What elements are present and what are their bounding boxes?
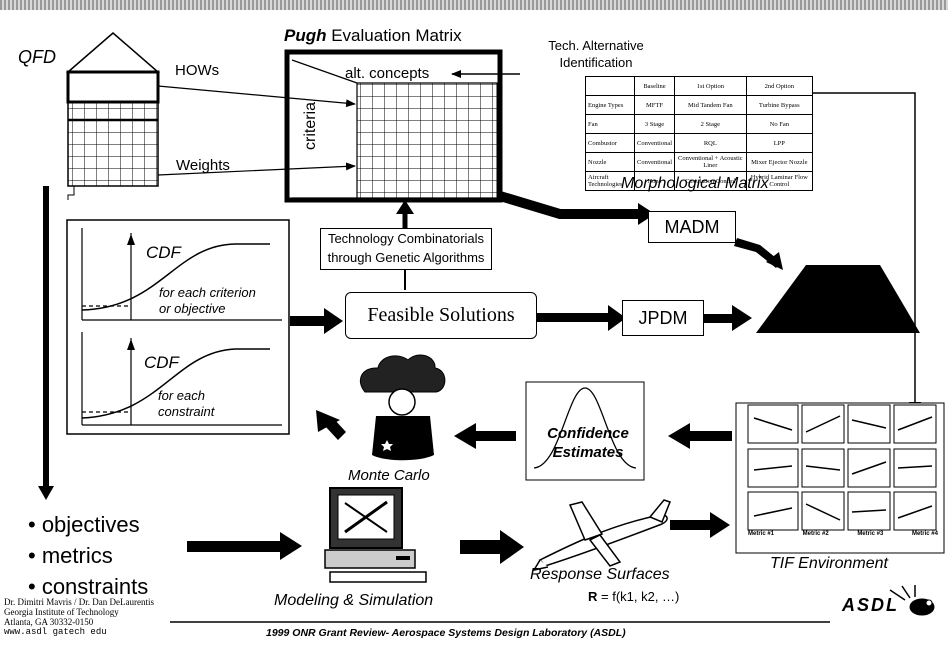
computer-figure [324,487,427,583]
morph-cell: RQL [674,133,747,153]
cdf1-line1: for each criterion [159,285,256,300]
cdf2-line1: for each [158,388,205,403]
credit-line: www.asdl gatech edu [4,627,107,637]
morph-cell: Conventional + Acoustic Liner [674,152,747,172]
morph-cell: Engine Types [585,95,635,115]
morph-row: Engine Types MFTF Mid Tandem Fan Turbine… [585,95,814,115]
morphological-matrix: Baseline 1st Option 2nd Option Engine Ty… [585,76,814,191]
footer-text: 1999 ONR Grant Review- Aerospace Systems… [266,627,626,639]
asdl-logo-graphic [889,585,935,616]
top-border-strip [0,0,948,10]
tif-x-label: Metric #4 [911,531,938,537]
airplane-figure [532,499,671,572]
morph-row: Fan 3 Stage 2 Stage No Fan [585,114,814,134]
morph-cell: No Fan [745,114,814,134]
response-formula: R = f(k1, k2, …) [588,589,679,604]
qfd-house [65,32,161,187]
confidence-box [525,381,645,481]
monte-carlo-figure [360,354,446,461]
asdl-logo-text: ASDL [842,595,899,615]
tech-comb-line1: Technology Combinatorials [327,231,485,246]
formula-rest: = f(k1, k2, …) [597,589,680,604]
cdf1-label: for each criterion or objective [159,285,256,317]
morph-caption: Morphological Matrix [621,175,769,192]
pugh-title-rest: Evaluation Matrix [326,26,462,45]
morph-cell: Turbine Bypass [745,95,814,115]
morph-cell [585,76,635,96]
tif-x-label: Metric #1 [748,531,775,537]
bullet-item: • objectives [28,512,140,537]
pugh-title-bold: Pugh [284,26,327,45]
criteria-label: criteria [302,101,319,150]
feasible-solutions-box: Feasible Solutions [345,292,537,339]
response-surfaces-label: Response Surfaces [530,566,670,583]
morph-cell: Mixer Ejector Nozzle [745,152,814,172]
morph-cell: Combustor [585,133,635,153]
morph-cell: None [633,171,676,191]
weights-label: Weights [176,157,230,174]
monte-carlo-label: Monte Carlo [348,467,430,484]
tech-combinatorials-box: Technology Combinatorials through Geneti… [320,228,492,270]
qfd-title: QFD [18,47,56,67]
morph-cell: Fan [585,114,635,134]
credit-line: Dr. Dimitri Mavris / Dr. Dan DeLaurentis [4,597,154,607]
morph-cell: LPP [745,133,814,153]
tif-x-label: Metric #2 [802,531,829,537]
cdf2-line2: constraint [158,404,215,419]
cdf1-line2: or objective [159,301,226,316]
morph-cell: 1st Option [674,76,747,96]
bullet-item: • constraints [28,574,149,599]
tif-x-label: Metric #3 [857,531,884,537]
morph-header-row: Baseline 1st Option 2nd Option [585,76,814,96]
confidence-line2: Estimates [552,444,624,461]
madm-box: MADM [648,211,736,243]
tif-label: TIF Environment [770,555,888,572]
cdf2-label: for each constraint [158,388,214,420]
cdf-panel [66,219,290,435]
jpdm-box: JPDM [622,300,704,336]
morph-row: Aircraft Technologies None Circulation C… [585,171,814,191]
bullet-list: • objectives • metrics • constraints [28,509,148,602]
morph-cell: Nozzle [585,152,635,172]
decision-trapezoid [756,265,920,333]
formula-r: R [588,589,598,604]
morph-row: Nozzle Conventional Conventional + Acous… [585,152,814,172]
cdf2-title: CDF [144,353,179,372]
morph-cell: 3 Stage [633,114,676,134]
morph-cell: 2nd Option [745,76,814,96]
tif-axis-labels: Metric #1 Metric #2 Metric #3 Metric #4 [748,531,938,537]
tech-alt-label: Tech. Alternative Identification [536,37,656,71]
morph-cell: Conventional [633,133,676,153]
morph-cell: MFTF [633,95,676,115]
modeling-label: Modeling & Simulation [274,592,434,609]
morph-cell: Conventional [633,152,676,172]
morph-cell: 2 Stage [674,114,747,134]
credits-block: Dr. Dimitri Mavris / Dr. Dan DeLaurentis… [4,597,154,637]
tech-alt-line1: Tech. Alternative [548,38,644,53]
cdf1-title: CDF [146,243,181,262]
tech-alt-line2: Identification [559,55,633,70]
morph-row: Combustor Conventional RQL LPP [585,133,814,153]
morph-cell: Aircraft Technologies [585,171,635,191]
bullet-item: • metrics [28,543,113,568]
confidence-line1: Confidence [547,425,629,442]
morph-cell: Hybrid Laminar Flow Control [745,171,814,191]
morph-cell: Baseline [633,76,676,96]
pugh-title: Pugh Evaluation Matrix [284,26,462,46]
credit-line: Atlanta, GA 30332-0150 [4,617,94,627]
tech-comb-line2: through Genetic Algorithms [327,250,485,265]
alt-concepts-label: alt. concepts [345,65,430,82]
credit-line: Georgia Institute of Technology [4,607,119,617]
tif-environment-box [735,402,945,554]
confidence-label: Confidence Estimates [533,424,643,462]
pugh-matrix [284,49,503,203]
morph-cell: Mid Tandem Fan [674,95,747,115]
hows-label: HOWs [175,62,220,79]
